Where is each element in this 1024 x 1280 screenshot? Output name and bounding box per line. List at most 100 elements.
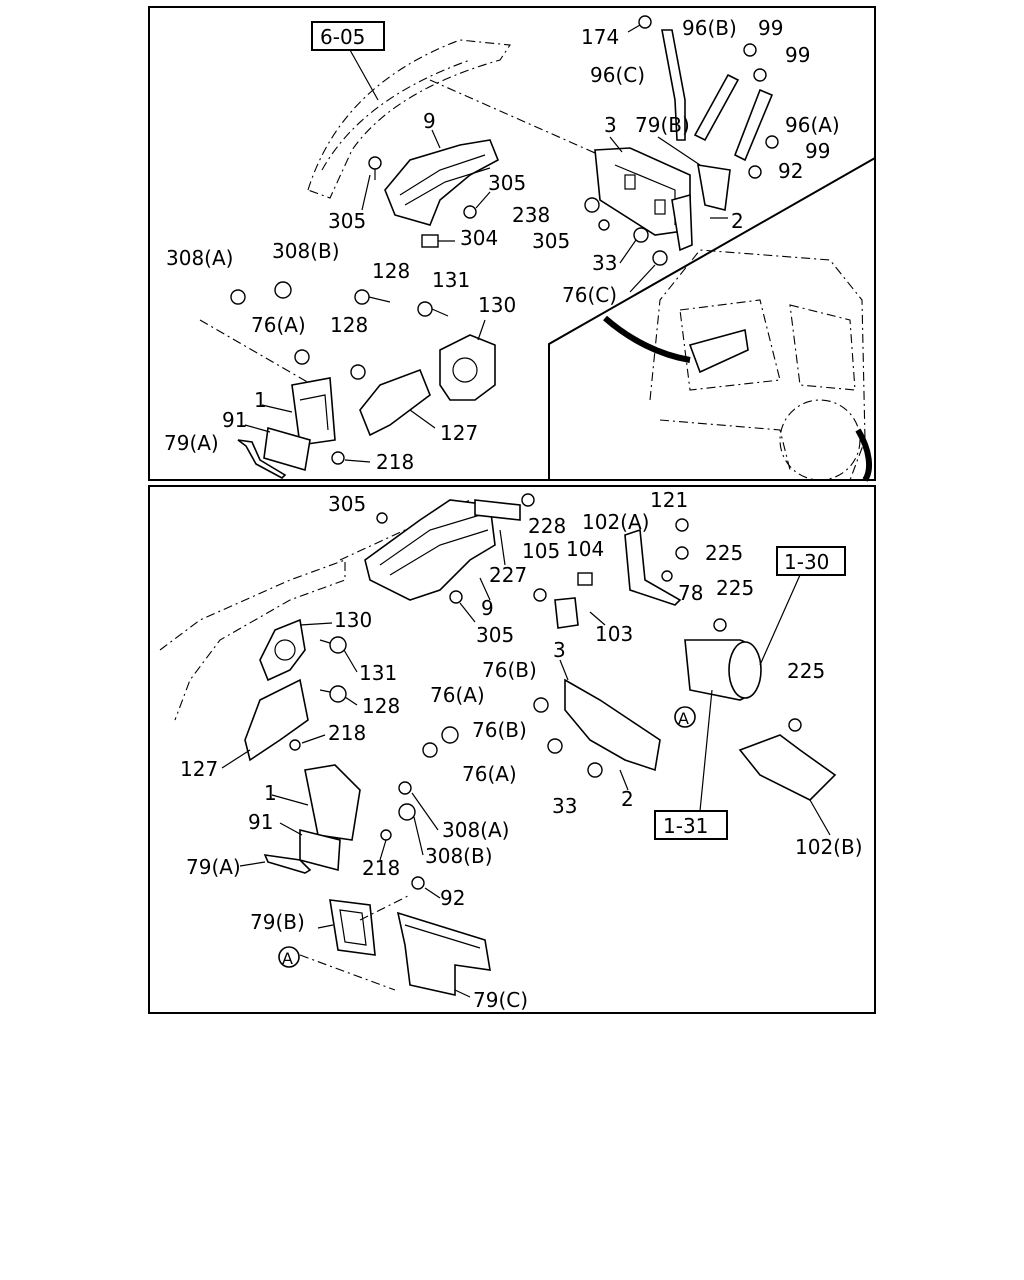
leader-lines	[221, 622, 471, 998]
washer-78	[661, 570, 673, 582]
bolt-76b-b	[547, 738, 563, 754]
bracket-1	[291, 377, 336, 446]
callout-76a-b-bottom: 76(A)	[462, 762, 517, 786]
callout-103: 103	[595, 622, 633, 646]
bolt-99-a	[743, 43, 757, 57]
mud-flap-79c	[396, 911, 491, 996]
callout-79a-bottom: 79(A)	[186, 855, 241, 879]
callout-91-bottom: 91	[248, 810, 273, 834]
nut-225-b	[713, 618, 727, 632]
bolt-218-b-bottom	[380, 829, 392, 841]
bolt-218-a-bottom	[289, 739, 301, 751]
bolt-76b-a	[533, 697, 549, 713]
callout-305-a: 305	[328, 209, 366, 233]
strip-227	[474, 499, 521, 521]
callout-228: 228	[528, 514, 566, 538]
callout-79b-bottom: 79(B)	[250, 910, 305, 934]
circle-a-2-label: A	[282, 949, 293, 968]
callout-130-bottom: 130	[334, 608, 372, 632]
bolt-121	[675, 518, 689, 532]
ref-box-1-30	[776, 546, 846, 576]
callout-128-b: 128	[330, 313, 368, 337]
callout-33: 33	[592, 251, 617, 275]
callout-79b: 79(B)	[635, 113, 690, 137]
bottom-panel: 1-30 1-31 A	[148, 485, 876, 1014]
callout-227: 227	[489, 563, 527, 587]
callout-130: 130	[478, 293, 516, 317]
bracket-79b-bottom	[329, 899, 376, 956]
callout-304: 304	[460, 226, 498, 250]
callout-305-a-bottom: 305	[328, 492, 366, 516]
bottom-callout-labels: 305 228 121 102(A) 225 105 104 227 78 9 …	[180, 488, 863, 1012]
bolt-238	[584, 197, 600, 213]
bolt-218	[331, 451, 345, 465]
callout-2: 2	[731, 209, 744, 233]
cab-inset-divider	[548, 157, 876, 480]
callout-96a: 96(A)	[785, 113, 840, 137]
bolt-128-a	[354, 289, 391, 305]
callout-102b: 102(B)	[795, 835, 863, 859]
bolt-308b	[274, 281, 292, 299]
callout-305-c: 305	[532, 229, 570, 253]
circle-a-1-label: A	[678, 709, 689, 728]
callout-218: 218	[376, 450, 414, 474]
part-9-shield	[384, 139, 500, 226]
plate-103	[554, 597, 579, 629]
bracket-127	[359, 368, 431, 437]
ref-box-1-31	[654, 810, 728, 840]
callout-3: 3	[604, 113, 617, 137]
ref-1-31-label: 1-31	[663, 814, 708, 838]
bolt-305-b-bottom	[449, 590, 463, 604]
bolt-305-c	[598, 219, 610, 231]
callout-128-a: 128	[372, 259, 410, 283]
bolt-76a-a-bottom	[441, 726, 459, 744]
callout-305-b: 305	[488, 171, 526, 195]
callout-78: 78	[678, 581, 703, 605]
callout-105: 105	[522, 539, 560, 563]
callout-96b: 96(B)	[682, 16, 737, 40]
callout-127: 127	[440, 421, 478, 445]
circle-a-2	[278, 946, 300, 968]
ref-6-05-label: 6-05	[320, 25, 365, 49]
cab-inset	[603, 249, 873, 482]
bracket-91	[263, 426, 311, 472]
bracket-3-bottom	[564, 678, 661, 772]
bolt-128-b	[350, 364, 366, 380]
callout-225-c: 225	[787, 659, 825, 683]
callout-76a: 76(A)	[251, 313, 306, 337]
bolt-131	[417, 301, 449, 317]
callout-91: 91	[222, 408, 247, 432]
bracket-1-bottom	[304, 764, 361, 841]
bolt-33	[633, 227, 649, 243]
bracket-96b	[693, 73, 740, 142]
top-callout-labels: 174 96(B) 99 99 96(C) 96(A) 99 3 79(B) 9…	[164, 16, 840, 474]
callout-9: 9	[423, 109, 436, 133]
bolt-304	[421, 234, 455, 248]
nut-105	[533, 588, 547, 602]
callout-121: 121	[650, 488, 688, 512]
bracket-79a-bottom	[263, 854, 312, 874]
callout-9-bottom: 9	[481, 596, 494, 620]
callout-92-bottom: 92	[440, 886, 465, 910]
callout-218-a-bottom: 218	[328, 721, 366, 745]
bracket-91-bottom	[299, 828, 341, 872]
bolt-76a-b-bottom	[422, 742, 438, 758]
callout-2-bottom: 2	[621, 787, 634, 811]
bolt-305-a-bottom	[376, 512, 388, 524]
callout-92: 92	[778, 159, 803, 183]
callout-1-bottom: 1	[264, 781, 277, 805]
bolt-76a	[294, 349, 310, 365]
top-panel-frame	[148, 6, 876, 481]
callout-127-bottom: 127	[180, 757, 218, 781]
bolt-305-a	[368, 156, 382, 180]
callout-128-bottom: 128	[362, 694, 400, 718]
bottom-panel-frame	[148, 485, 876, 1014]
callout-174: 174	[581, 25, 619, 49]
bolt-99-c	[765, 135, 779, 149]
callout-99-b: 99	[785, 43, 810, 67]
callout-99-c: 99	[805, 139, 830, 163]
callout-305-b-bottom: 305	[476, 623, 514, 647]
bolt-128-bottom	[319, 685, 347, 703]
bracket-130-bottom	[259, 618, 306, 682]
